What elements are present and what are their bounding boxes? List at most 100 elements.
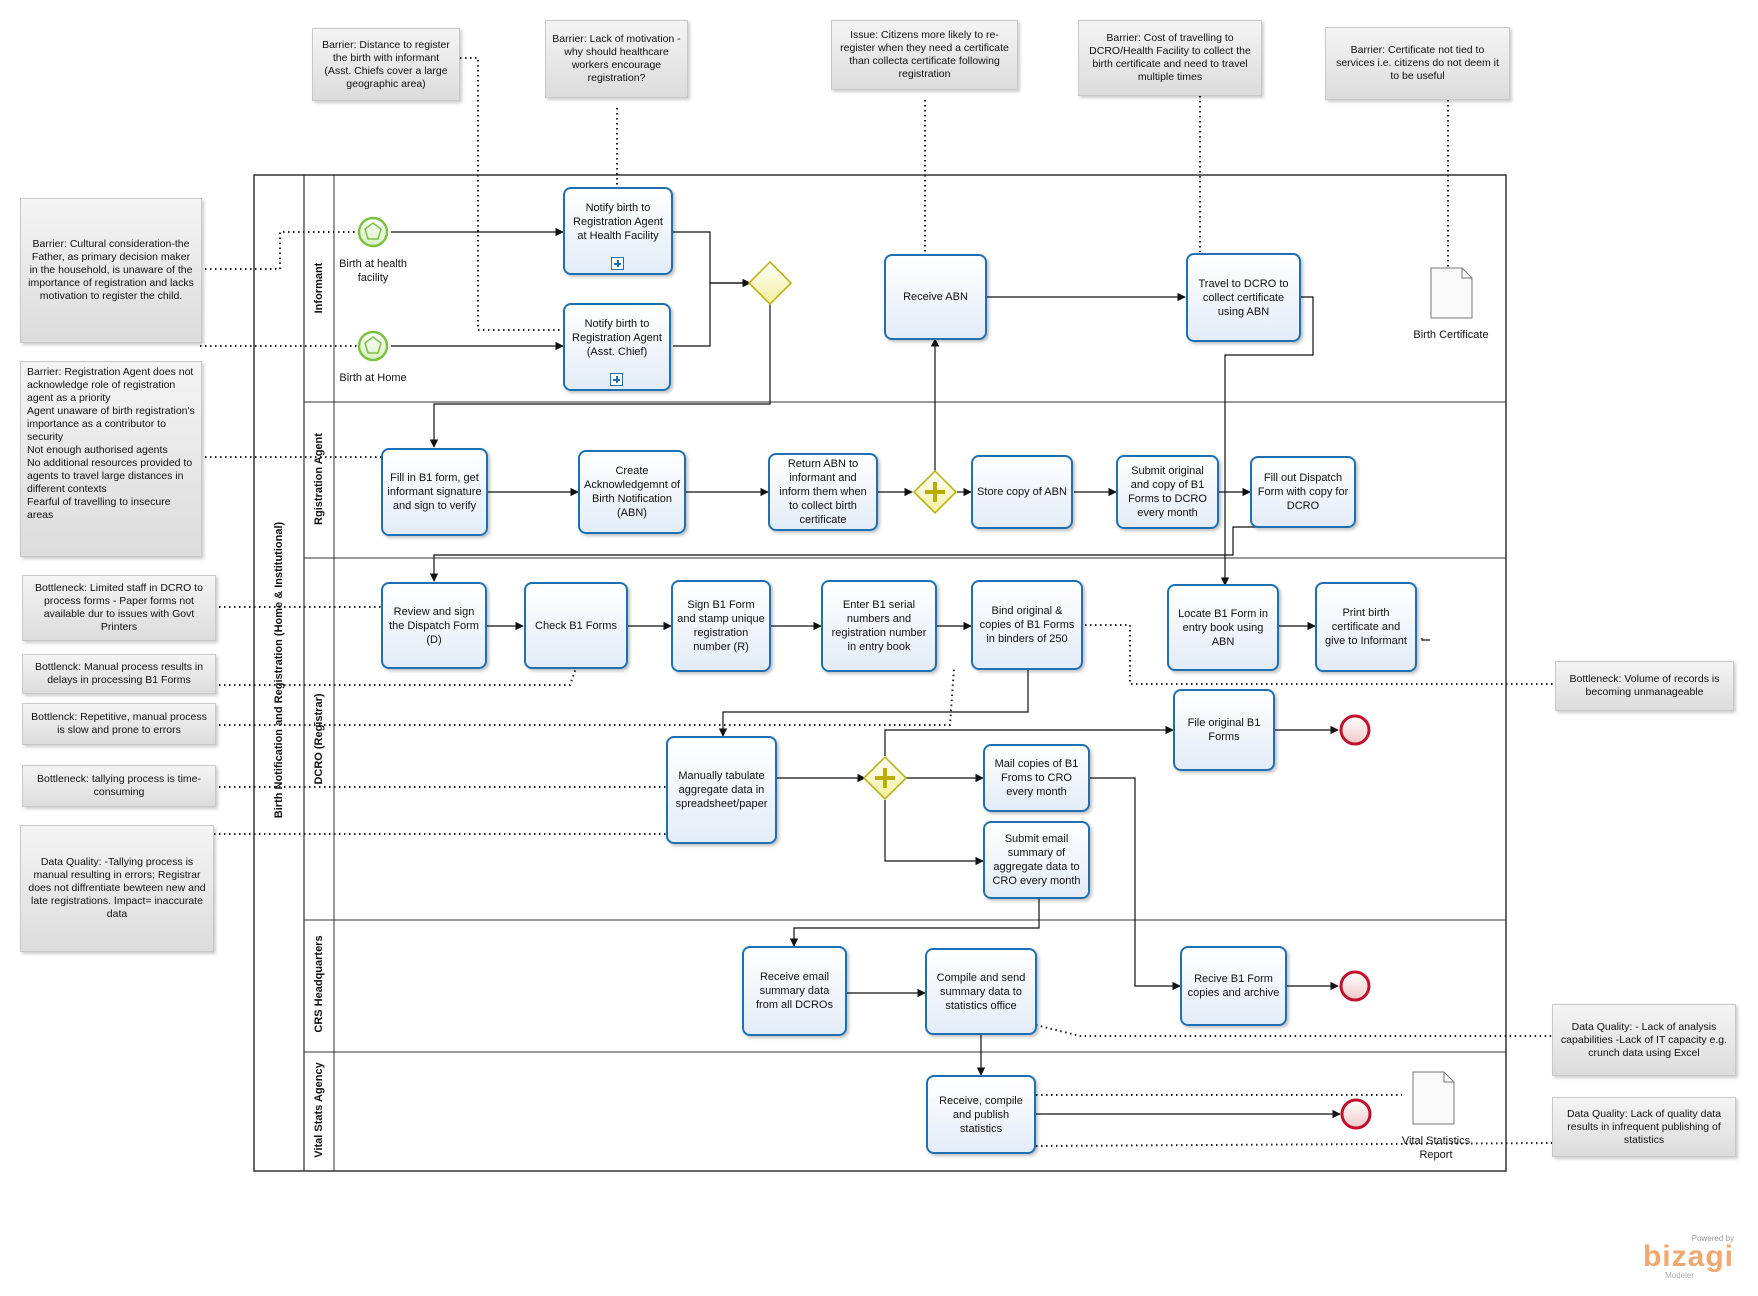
task-receive-email[interactable]: Receive email summary data from all DCRO…: [742, 946, 847, 1036]
task-review-dispatch-label: Review and sign the Dispatch Form (D): [389, 605, 479, 646]
task-publish-stats-label: Receive, compile and publish statistics: [939, 1094, 1023, 1135]
start-event-health-facility: [357, 216, 389, 248]
subprocess-expand-icon[interactable]: [610, 373, 623, 386]
parallel-gateway-dcro: [862, 755, 908, 801]
associations: [200, 57, 1555, 1147]
label-vital-report: Vital Statistics Report: [1401, 1135, 1471, 1161]
note-cultural-text: Barrier: Cultural consideration-the Fath…: [28, 238, 194, 302]
task-check-b1[interactable]: Check B1 Forms: [524, 582, 628, 669]
task-store-abn[interactable]: Store copy of ABN: [971, 455, 1073, 529]
note-analysis-text: Data Quality: - Lack of analysis capabil…: [1560, 1020, 1728, 1059]
task-fill-dispatch[interactable]: Fill out Dispatch Form with copy for DCR…: [1250, 456, 1356, 528]
pool-title: Birth Notification and Registration (Hom…: [273, 521, 285, 819]
document-vital-report-icon: [1412, 1071, 1455, 1125]
note-not-tied: Barrier: Certificate not tied to service…: [1325, 27, 1510, 100]
parallel-gateway-agent: [912, 469, 958, 515]
logo-product: Modeler: [1665, 1271, 1694, 1280]
task-submit-b1-label: Submit original and copy of B1 Forms to …: [1128, 465, 1207, 519]
note-reregister-text: Issue: Citizens more likely to re-regist…: [840, 29, 1009, 80]
document-birth-certificate-icon: [1430, 267, 1473, 319]
note-data-quality-tally: Data Quality: -Tallying process is manua…: [20, 825, 214, 952]
note-volume-text: Bottleneck: Volume of records is becomin…: [1569, 673, 1720, 698]
note-distance: Barrier: Distance to register the birth …: [312, 28, 460, 101]
sequence-flows: [391, 227, 1430, 1119]
note-tallying: Bottleneck: tallying process is time-con…: [22, 765, 216, 807]
note-limited-staff: Bottleneck: Limited staff in DCRO to pro…: [22, 575, 216, 641]
note-not-tied-text: Barrier: Certificate not tied to service…: [1336, 44, 1499, 82]
task-tabulate[interactable]: Manually tabulate aggregate data in spre…: [666, 736, 777, 844]
note-motivation-text: Barrier: Lack of motivation - why should…: [552, 33, 681, 84]
task-notify-health-facility-label: Notify birth to Registration Agent at He…: [573, 202, 663, 242]
task-create-abn-label: Create Acknowledgemnt of Birth Notificat…: [584, 465, 680, 519]
task-print-certificate[interactable]: Print birth certificate and give to Info…: [1315, 582, 1417, 672]
task-notify-home-label: Notify birth to Registration Agent (Asst…: [572, 318, 662, 358]
lane-crs-hq: CRS Headquarters: [313, 935, 325, 1033]
task-review-dispatch[interactable]: Review and sign the Dispatch Form (D): [381, 582, 487, 669]
task-receive-email-label: Receive email summary data from all DCRO…: [755, 971, 833, 1011]
task-publish-stats[interactable]: Receive, compile and publish statistics: [926, 1075, 1036, 1154]
task-travel-dcro-label: Travel to DCRO to collect certificate us…: [1198, 277, 1289, 318]
note-cost-text: Barrier: Cost of travelling to DCRO/Heal…: [1089, 32, 1251, 83]
note-distance-text: Barrier: Distance to register the birth …: [322, 38, 450, 90]
task-locate-b1-label: Locate B1 Form in entry book using ABN: [1178, 607, 1268, 648]
note-registration-agent: Barrier: Registration Agent does not ack…: [20, 361, 202, 557]
task-travel-dcro[interactable]: Travel to DCRO to collect certificate us…: [1186, 253, 1301, 342]
task-receive-abn[interactable]: Receive ABN: [884, 254, 987, 340]
note-limited-staff-text: Bottleneck: Limited staff in DCRO to pro…: [35, 582, 203, 633]
logo-brand: bizagi: [1642, 1240, 1734, 1273]
task-bind-original[interactable]: Bind original & copies of B1 Forms in bi…: [971, 580, 1083, 670]
end-event-archive: [1339, 970, 1371, 1002]
task-fill-dispatch-label: Fill out Dispatch Form with copy for DCR…: [1257, 472, 1349, 512]
note-cultural: Barrier: Cultural consideration-the Fath…: [20, 198, 202, 343]
task-create-abn[interactable]: Create Acknowledgemnt of Birth Notificat…: [578, 450, 686, 534]
task-receive-b1[interactable]: Recive B1 Form copies and archive: [1180, 946, 1287, 1026]
task-notify-home[interactable]: Notify birth to Registration Agent (Asst…: [563, 303, 671, 391]
lane-dcro: DCRO (Registrar): [313, 693, 325, 785]
note-manual-delays: Bottlenck: Manual process results in del…: [22, 654, 216, 694]
label-birth-certificate: Birth Certificate: [1413, 329, 1489, 341]
task-submit-b1[interactable]: Submit original and copy of B1 Forms to …: [1116, 455, 1219, 529]
subprocess-expand-icon[interactable]: [611, 257, 624, 270]
task-enter-serial[interactable]: Enter B1 serial numbers and registration…: [821, 580, 937, 672]
label-birth-home: Birth at Home: [339, 372, 407, 384]
task-sign-b1[interactable]: Sign B1 Form and stamp unique registrati…: [671, 580, 771, 672]
note-volume: Bottleneck: Volume of records is becomin…: [1555, 661, 1734, 711]
start-event-home: [357, 330, 389, 362]
note-repetitive: Bottlenck: Repetitive, manual process is…: [22, 703, 216, 745]
task-locate-b1[interactable]: Locate B1 Form in entry book using ABN: [1167, 584, 1279, 671]
task-file-original[interactable]: File original B1 Forms: [1173, 689, 1275, 771]
bizagi-logo: Powered by bizagi Modeler: [1643, 1234, 1734, 1280]
lane-vital-stats: Vital Stats Agency: [313, 1062, 325, 1158]
note-manual-delays-text: Bottlenck: Manual process results in del…: [34, 661, 204, 686]
note-tallying-text: Bottleneck: tallying process is time-con…: [37, 773, 201, 798]
exclusive-gateway: [747, 260, 793, 306]
note-data-quality-tally-text: Data Quality: -Tallying process is manua…: [28, 856, 206, 920]
note-motivation: Barrier: Lack of motivation - why should…: [545, 20, 688, 98]
task-compile-send[interactable]: Compile and send summary data to statist…: [925, 948, 1037, 1035]
task-return-abn-label: Return ABN to informant and inform them …: [779, 458, 867, 526]
task-compile-send-label: Compile and send summary data to statist…: [936, 971, 1026, 1012]
note-infrequent-text: Data Quality: Lack of quality data resul…: [1566, 1107, 1722, 1146]
note-cost: Barrier: Cost of travelling to DCRO/Heal…: [1078, 20, 1262, 96]
task-sign-b1-label: Sign B1 Form and stamp unique registrati…: [677, 599, 765, 653]
note-analysis: Data Quality: - Lack of analysis capabil…: [1552, 1004, 1736, 1076]
note-reregister: Issue: Citizens more likely to re-regist…: [831, 20, 1018, 90]
lane-registration-agent: Rgistration Agent: [313, 433, 325, 525]
task-check-b1-label: Check B1 Forms: [535, 619, 617, 632]
task-mail-copies-label: Mail copies of B1 Froms to CRO every mon…: [994, 758, 1079, 798]
logo-powered: Powered by: [1691, 1234, 1734, 1243]
pool: [253, 174, 1507, 1172]
task-fill-b1-label: Fill in B1 form, get informant signature…: [387, 472, 482, 512]
task-bind-original-label: Bind original & copies of B1 Forms in bi…: [979, 605, 1075, 645]
task-enter-serial-label: Enter B1 serial numbers and registration…: [831, 599, 927, 653]
task-receive-abn-label: Receive ABN: [903, 291, 968, 303]
task-print-certificate-label: Print birth certificate and give to Info…: [1325, 607, 1407, 647]
task-mail-copies[interactable]: Mail copies of B1 Froms to CRO every mon…: [983, 744, 1090, 812]
task-submit-email[interactable]: Submit email summary of aggregate data t…: [983, 821, 1090, 899]
task-fill-b1[interactable]: Fill in B1 form, get informant signature…: [381, 448, 488, 536]
task-notify-health-facility[interactable]: Notify birth to Registration Agent at He…: [563, 187, 673, 275]
lane-informant: Informant: [313, 262, 325, 314]
task-return-abn[interactable]: Return ABN to informant and inform them …: [768, 453, 878, 531]
task-tabulate-label: Manually tabulate aggregate data in spre…: [675, 770, 768, 810]
